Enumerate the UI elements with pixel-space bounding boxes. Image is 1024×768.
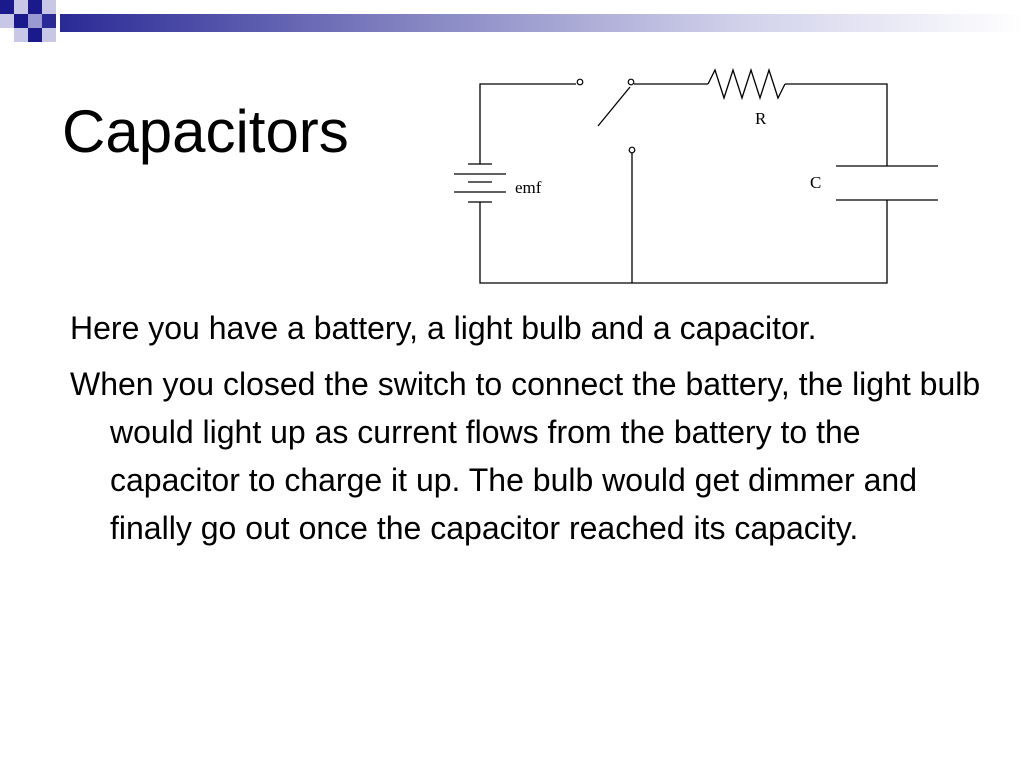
band-gradient-bar — [60, 14, 1024, 32]
switch-contact-lower — [628, 146, 636, 154]
band-square-dark — [14, 14, 28, 28]
switch-arm — [597, 86, 631, 127]
wire-left-top — [479, 83, 576, 164]
switch-contacts — [576, 78, 636, 154]
circuit-wires — [454, 67, 938, 284]
band-square — [28, 28, 42, 42]
band-square — [42, 0, 56, 14]
circuit-diagram: emf R C — [454, 67, 938, 284]
slide-title: Capacitors — [62, 98, 349, 165]
decorative-header-band — [0, 0, 1024, 42]
band-square — [42, 28, 56, 42]
resistor-symbol — [707, 67, 786, 101]
band-square — [14, 0, 28, 14]
switch-contact-pivot — [627, 78, 635, 86]
band-square — [0, 14, 14, 28]
slide-body: Here you have a battery, a light bulb an… — [70, 304, 990, 560]
band-square-dark — [0, 0, 14, 14]
band-square — [14, 28, 28, 42]
band-square — [28, 14, 42, 28]
wire-resistor-to-right — [785, 83, 888, 166]
battery-label: emf — [515, 178, 542, 197]
wire-left-bottom — [479, 200, 888, 284]
switch-contact-left — [576, 78, 584, 86]
paragraph-switch-explanation: When you closed the switch to connect th… — [70, 366, 981, 546]
resistor-label: R — [755, 109, 767, 128]
band-square — [28, 0, 42, 14]
band-square-dark — [42, 14, 56, 28]
paragraph-battery-bulb-capacitor: Here you have a battery, a light bulb an… — [70, 310, 817, 346]
capacitor-label: C — [810, 173, 821, 192]
